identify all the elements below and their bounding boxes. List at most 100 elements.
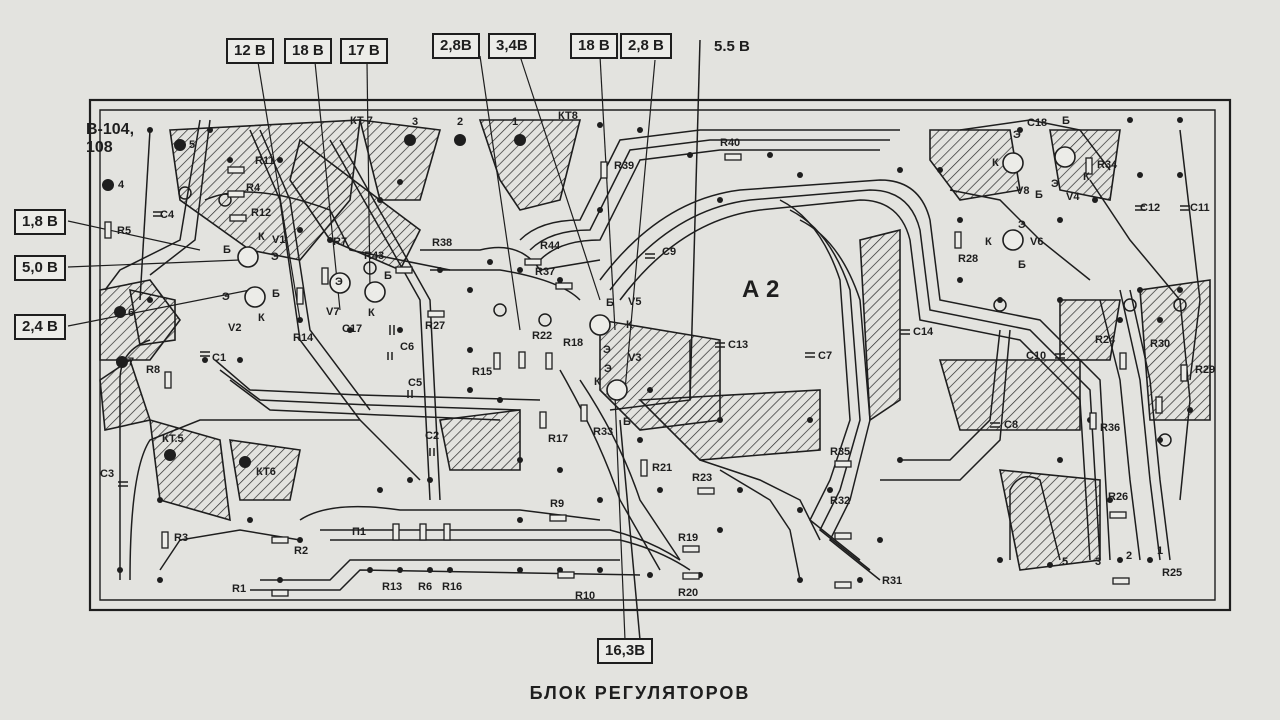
resistor-r11: R11 (255, 155, 275, 167)
capacitor-c11: C11 (1190, 202, 1210, 214)
contact-3-bottom: 3 (1095, 556, 1102, 568)
capacitor-c12: C12 (1140, 202, 1161, 214)
leader-lines (67, 55, 656, 641)
resistor-r16: R16 (442, 581, 463, 593)
resistor-r19: R19 (678, 532, 699, 544)
voltage-label-2-8v-b: 2,8 В (620, 33, 672, 59)
resistor-r3: R3 (174, 532, 189, 544)
transistor-v4: V4 (1066, 191, 1080, 203)
resistor-r35: R35 (830, 446, 851, 458)
diagram-title: БЛОК РЕГУЛЯТОРОВ (529, 683, 751, 703)
resistor-r24: R24 (1095, 334, 1116, 346)
transistor-v5: V5 (628, 296, 642, 308)
board-outline (88, 98, 1232, 612)
resistor-r29: R29 (1195, 364, 1216, 376)
pin-k-v1: К (258, 231, 265, 243)
voltage-label-12v: 12 В (226, 38, 274, 64)
resistor-r9: R9 (550, 498, 565, 510)
ring-pads (178, 186, 1187, 447)
resistor-r12: R12 (251, 207, 272, 219)
transistor-v6: V6 (1030, 236, 1044, 248)
contact-3-top: 3 (412, 116, 419, 128)
resistor-r23: R23 (692, 472, 713, 484)
capacitor-c2: C2 (425, 430, 440, 442)
board-id-line2: 108 (86, 139, 113, 156)
resistor-bodies (104, 153, 1188, 597)
capacitor-c13: C13 (728, 339, 749, 351)
pin-e-v7: Э (335, 276, 343, 288)
board-id-line1: В-104, (86, 121, 135, 138)
voltage-label-2-8v-a: 2,8В (432, 33, 480, 59)
pin-k-v8: К (992, 157, 999, 169)
contact-1-bottom: 1 (1157, 545, 1164, 557)
resistor-r32: R32 (830, 495, 851, 507)
contact-5-bottom: 5 (1062, 556, 1069, 568)
resistor-r5: R5 (117, 225, 132, 237)
pin-b-v2: Б (272, 288, 280, 300)
resistor-r39: R39 (614, 160, 635, 172)
transistor-v7: V7 (326, 306, 340, 318)
voltage-label-5-0v: 5,0 В (14, 255, 66, 281)
pin-k-v6: К (985, 236, 992, 248)
pin-e-v5: Э (603, 344, 611, 356)
resistor-r43: R43 (364, 250, 385, 262)
resistor-r38: R38 (432, 237, 453, 249)
pin-b-v1: Б (223, 244, 231, 256)
resistor-r1: R1 (232, 583, 247, 595)
resistor-r40: R40 (720, 137, 741, 149)
resistor-r15: R15 (472, 366, 493, 378)
solder-pads (102, 117, 1193, 583)
voltage-label-17v: 17 В (340, 38, 388, 64)
resistor-r21: R21 (652, 462, 673, 474)
resistor-r34: R34 (1097, 159, 1118, 171)
capacitor-c3: C3 (100, 468, 115, 480)
resistor-r44: R44 (540, 240, 561, 252)
contact-5: 5 (189, 139, 196, 151)
voltage-label-5-5v: 5.5 В (714, 38, 750, 55)
pin-e-v4: Э (1051, 178, 1059, 190)
board-id: В-104, 108 (86, 121, 134, 157)
area-label: А 2 (742, 276, 780, 303)
pin-e-v3: Э (604, 363, 612, 375)
transistor-v8: V8 (1016, 185, 1030, 197)
contact-7: 7 (128, 356, 135, 368)
resistor-r33: R33 (593, 426, 614, 438)
pin-b-v4: Б (1062, 115, 1070, 127)
voltage-label-1-8v: 1,8 В (14, 209, 66, 235)
inner-outline (99, 109, 1216, 601)
resistor-r2: R2 (294, 545, 309, 557)
pin-b-v7: Б (384, 270, 392, 282)
resistor-r14: R14 (293, 332, 314, 344)
resistor-r22: R22 (532, 330, 553, 342)
pin-k-v7: К (368, 307, 375, 319)
resistor-r31: R31 (882, 575, 903, 587)
resistor-r26: R26 (1108, 491, 1129, 503)
transistor-v3: V3 (628, 352, 642, 364)
capacitor-c5: C5 (408, 377, 423, 389)
pin-e-v1: Э (271, 251, 279, 263)
contact-2-bottom: 2 (1126, 550, 1133, 562)
capacitor-c18: C18 (1027, 117, 1048, 129)
capacitor-c10: C10 (1026, 350, 1047, 362)
resistor-r4: R4 (246, 182, 261, 194)
pin-e-v8: Э (1013, 129, 1021, 141)
capacitor-c7: C7 (818, 350, 833, 362)
resistor-r6: R6 (418, 581, 433, 593)
pin-e-v6: Э (1018, 219, 1026, 231)
transistor-v2: V2 (228, 322, 242, 334)
test-point-kt7: КТ 7 (350, 115, 373, 127)
pin-b-v3: Б (623, 416, 631, 428)
transistor-symbols (237, 146, 1076, 401)
capacitor-c8: C8 (1004, 419, 1019, 431)
test-point-kt6: КТ6 (256, 466, 276, 478)
transistor-v1: V1 (272, 234, 286, 246)
pin-b-v6: Б (1018, 259, 1026, 271)
contact-2-top: 2 (457, 116, 464, 128)
voltage-label-18v-a: 18 В (284, 38, 332, 64)
pin-k-v5: К (626, 319, 633, 331)
resistor-r28: R28 (958, 253, 979, 265)
resistor-r37: R37 (535, 266, 556, 278)
pin-k-v2: К (258, 312, 265, 324)
